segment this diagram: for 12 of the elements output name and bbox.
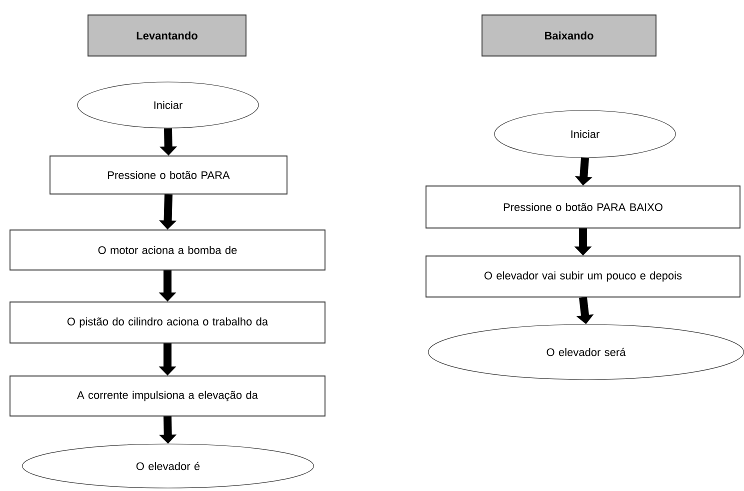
process-box: A corrente impulsiona a elevação da bbox=[10, 376, 326, 416]
process-box: O motor aciona a bomba de bbox=[10, 230, 326, 270]
terminal-oval: O elevador é bbox=[22, 444, 314, 488]
process-box: Pressione o botão PARA bbox=[50, 156, 288, 194]
terminal-oval: O elevador será bbox=[428, 324, 744, 380]
terminal-oval: Iniciar bbox=[77, 82, 259, 128]
process-box: Pressione o botão PARA BAIXO bbox=[426, 186, 740, 228]
heading-box: Levantando bbox=[88, 14, 246, 56]
heading-box: Baixando bbox=[482, 14, 656, 56]
process-box: O pistão do cilindro aciona o trabalho da bbox=[10, 302, 326, 344]
terminal-oval: Iniciar bbox=[494, 110, 676, 158]
process-box: O elevador vai subir um pouco e depois bbox=[426, 256, 740, 298]
